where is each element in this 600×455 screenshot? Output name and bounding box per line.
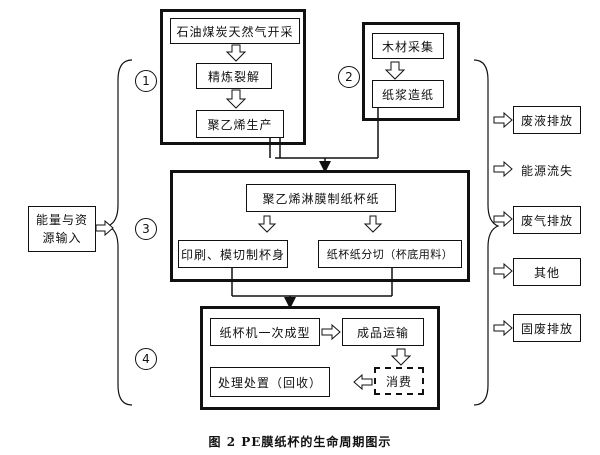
refining-label: 精炼裂解: [207, 69, 260, 84]
stage-3-frame: [170, 170, 470, 282]
left-brace: [106, 59, 133, 406]
disposal-label: 处理处置（回收）: [217, 375, 322, 390]
refining-node: 精炼裂解: [196, 63, 272, 89]
slitting-label: 纸杯纸分切（杯底用料）: [326, 248, 454, 261]
output-wastewater-label: 废液排放: [520, 113, 573, 128]
right-brace: [473, 59, 500, 406]
output-exhaust: 废气排放: [513, 206, 581, 234]
energy-resource-input-label: 能量与资源输入: [35, 213, 88, 245]
stage-number-1-text: 1: [142, 74, 150, 88]
output-other: 其他: [513, 258, 581, 286]
hollow-arrow-down: [225, 44, 412, 366]
extraction-label: 石油煤炭天然气开采: [176, 24, 294, 39]
merge-connector-bottom: [231, 268, 393, 309]
output-energy-loss: 能源流失: [513, 156, 581, 184]
merge-connector-top: [269, 108, 379, 173]
stage-number-4-text: 4: [142, 352, 150, 366]
forming-label: 纸杯机一次成型: [219, 325, 311, 340]
pulp-paper-node: 纸浆造纸: [372, 80, 444, 108]
consumption-node: 消费: [374, 367, 424, 395]
polyethylene-node: 聚乙烯生产: [196, 110, 284, 138]
stage-1-frame: [160, 9, 306, 145]
energy-resource-input: 能量与资源输入: [28, 206, 96, 252]
output-solid-waste: 固废排放: [513, 314, 581, 342]
stage-2-frame: [362, 22, 460, 121]
printing-label: 印刷、模切制杯身: [180, 247, 285, 262]
transport-label: 成品运输: [356, 325, 409, 340]
pe-coating-label: 聚乙烯淋膜制纸杯纸: [262, 191, 380, 206]
stage-number-2: 2: [338, 66, 360, 88]
stage-number-3-text: 3: [142, 222, 150, 236]
hollow-arrow-right: [95, 111, 513, 341]
stage-number-2-text: 2: [345, 70, 353, 84]
disposal-node: 处理处置（回收）: [210, 367, 330, 397]
output-wastewater: 废液排放: [513, 106, 581, 134]
forming-node: 纸杯机一次成型: [210, 318, 320, 346]
wood-harvest-node: 木材采集: [372, 33, 444, 59]
output-solid-waste-label: 固废排放: [520, 321, 573, 336]
extraction-node: 石油煤炭天然气开采: [170, 18, 300, 44]
transport-node: 成品运输: [342, 318, 424, 346]
hollow-arrow-left: [353, 373, 373, 391]
printing-node: 印刷、模切制杯身: [178, 240, 288, 268]
pulp-paper-label: 纸浆造纸: [381, 87, 434, 102]
slitting-node: 纸杯纸分切（杯底用料）: [318, 240, 462, 268]
stage-4-frame: [200, 306, 440, 410]
consumption-label: 消费: [385, 374, 412, 389]
figure-caption: 图 2 PE膜纸杯的生命周期图示: [208, 435, 392, 449]
polyethylene-label: 聚乙烯生产: [207, 117, 273, 132]
output-exhaust-label: 废气排放: [520, 213, 573, 228]
wood-harvest-label: 木材采集: [381, 39, 434, 54]
output-other-label: 其他: [533, 265, 560, 280]
output-energy-loss-label: 能源流失: [520, 163, 573, 178]
stage-number-1: 1: [135, 70, 157, 92]
stage-number-4: 4: [135, 348, 157, 370]
stage-number-3: 3: [135, 218, 157, 240]
pe-coating-node: 聚乙烯淋膜制纸杯纸: [246, 184, 396, 212]
